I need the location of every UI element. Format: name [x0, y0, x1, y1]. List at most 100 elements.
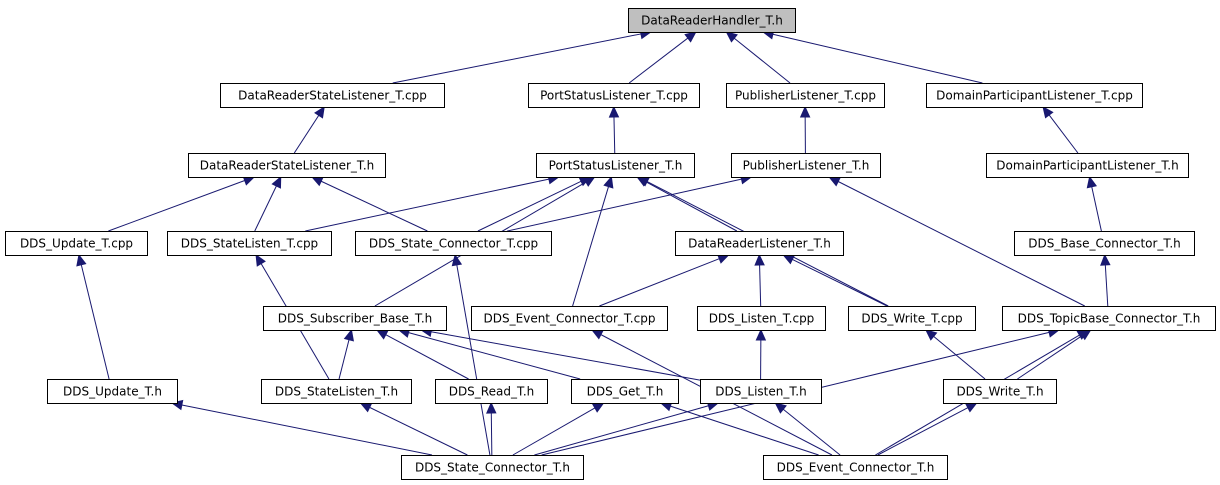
node-box: [731, 153, 881, 178]
edge-line: [877, 407, 969, 456]
edge-line: [392, 33, 642, 84]
edge-line: [599, 258, 720, 307]
node-label: DDS_Base_Connector_T.h: [1028, 237, 1181, 251]
edge-psl-cpp-to-drh-h: [628, 31, 697, 84]
arrowhead: [964, 402, 978, 413]
node-label: DDS_State_Connector_T.h: [415, 461, 570, 475]
arrowhead: [486, 401, 497, 414]
edge-sc-h-to-sc-cpp: [451, 253, 491, 456]
arrowhead: [754, 253, 765, 266]
node-label: DataReaderHandler_T.h: [641, 14, 783, 28]
node-sl-h[interactable]: DDS_StateListen_T.h: [261, 379, 412, 404]
arrowhead: [582, 176, 596, 187]
node-drsl-cpp[interactable]: DataReaderStateListener_T.cpp: [220, 83, 445, 108]
arrowhead: [591, 402, 605, 413]
node-box: [528, 83, 700, 108]
arrowhead: [1086, 175, 1098, 189]
node-wr-h[interactable]: DDS_Write_T.h: [943, 379, 1057, 404]
arrowhead: [684, 31, 697, 43]
edge-line: [572, 186, 609, 307]
node-box: [355, 231, 552, 256]
arrowhead: [774, 402, 787, 414]
node-box: [435, 379, 548, 404]
node-tbc-h[interactable]: DDS_TopicBase_Connector_T.h: [1002, 306, 1216, 331]
edge-ec-h-to-lis-h: [774, 402, 841, 456]
node-label: DDS_Event_Connector_T.h: [777, 461, 935, 475]
node-pl-h[interactable]: PublisherListener_T.h: [731, 153, 881, 178]
edge-rd-h-to-sb-h: [375, 329, 469, 380]
node-sb-h[interactable]: DDS_Subscriber_Base_T.h: [263, 306, 447, 331]
edge-upd-h-to-upd-cpp: [76, 253, 110, 380]
edges-layer: [76, 28, 1111, 456]
node-psl-cpp[interactable]: PortStatusListener_T.cpp: [528, 83, 700, 108]
node-box: [471, 306, 668, 331]
node-box: [263, 306, 447, 331]
node-drl-h[interactable]: DataReaderListener_T.h: [675, 231, 844, 256]
node-sc-h[interactable]: DDS_State_Connector_T.h: [401, 455, 584, 480]
node-box: [986, 153, 1189, 178]
edge-wr-h-to-wr-cpp: [925, 329, 986, 380]
node-ec-cpp[interactable]: DDS_Event_Connector_T.cpp: [471, 306, 668, 331]
edge-line: [837, 181, 1085, 307]
node-box: [47, 379, 178, 404]
node-lis-h[interactable]: DDS_Listen_T.h: [700, 379, 822, 404]
edge-line: [1104, 264, 1109, 307]
node-box: [700, 379, 822, 404]
node-label: DDS_StateListen_T.h: [275, 385, 398, 399]
node-psl-h[interactable]: PortStatusListener_T.h: [536, 153, 695, 178]
node-label: DataReaderListener_T.h: [688, 237, 831, 251]
edge-line: [456, 264, 491, 456]
node-box: [926, 83, 1143, 108]
node-drsl-h[interactable]: DataReaderStateListener_T.h: [188, 153, 386, 178]
node-get-h[interactable]: DDS_Get_T.h: [571, 379, 679, 404]
edge-line: [645, 181, 738, 232]
node-label: PublisherListener_T.cpp: [735, 89, 876, 103]
node-upd-cpp[interactable]: DDS_Update_T.cpp: [5, 231, 148, 256]
edge-line: [1048, 114, 1079, 154]
edge-line: [254, 185, 277, 232]
edge-line: [782, 408, 841, 456]
edge-sc-h-to-get-h: [512, 402, 605, 456]
node-pl-cpp[interactable]: PublisherListener_T.cpp: [726, 83, 885, 108]
edge-ec-h-to-wr-h: [877, 402, 978, 456]
node-upd-h[interactable]: DDS_Update_T.h: [47, 379, 178, 404]
edge-wr-cpp-to-drl-h: [782, 254, 888, 307]
edge-line: [181, 404, 433, 456]
edge-sc-h-to-upd-h: [170, 399, 433, 456]
node-label: DDS_Write_T.cpp: [861, 312, 962, 326]
node-box: [628, 8, 796, 33]
edge-lis-cpp-to-drl-h: [754, 253, 765, 307]
edge-bc-h-to-dpl-h: [1086, 175, 1102, 232]
edge-line: [759, 264, 762, 307]
node-box: [1002, 306, 1216, 331]
node-dpl-cpp[interactable]: DomainParticipantListener_T.cpp: [926, 83, 1143, 108]
node-label: DataReaderStateListener_T.h: [200, 159, 375, 173]
node-bc-h[interactable]: DDS_Base_Connector_T.h: [1014, 231, 1195, 256]
edge-line: [792, 258, 888, 307]
node-label: DDS_Subscriber_Base_T.h: [278, 312, 433, 326]
edge-line: [613, 116, 616, 154]
edge-sc-cpp-to-pl-h: [507, 174, 753, 232]
edge-sl-h-to-sb-h: [338, 328, 354, 380]
edge-line: [338, 339, 350, 380]
node-ec-h[interactable]: DDS_Event_Connector_T.h: [763, 455, 948, 480]
node-sl-cpp[interactable]: DDS_StateListen_T.cpp: [167, 231, 332, 256]
node-label: DDS_TopicBase_Connector_T.h: [1018, 312, 1201, 326]
node-box: [5, 231, 148, 256]
edge-sc-h-to-rd-h: [486, 401, 497, 456]
node-wr-cpp[interactable]: DDS_Write_T.cpp: [848, 306, 976, 331]
node-label: DomainParticipantListener_T.cpp: [936, 89, 1133, 103]
edge-sc-cpp-to-drsl-h: [311, 176, 428, 232]
node-drh-h: DataReaderHandler_T.h: [628, 8, 796, 33]
edge-line: [733, 37, 791, 84]
node-box: [536, 153, 695, 178]
node-rd-h[interactable]: DDS_Read_T.h: [435, 379, 548, 404]
node-label: PortStatusListener_T.cpp: [540, 89, 688, 103]
edge-dpl-h-to-dpl-cpp: [1042, 106, 1079, 154]
edge-line: [772, 33, 983, 84]
edge-line: [108, 180, 245, 232]
node-lis-cpp[interactable]: DDS_Listen_T.cpp: [697, 306, 826, 331]
node-sc-cpp[interactable]: DDS_State_Connector_T.cpp: [355, 231, 552, 256]
node-dpl-h[interactable]: DomainParticipantListener_T.h: [986, 153, 1189, 178]
